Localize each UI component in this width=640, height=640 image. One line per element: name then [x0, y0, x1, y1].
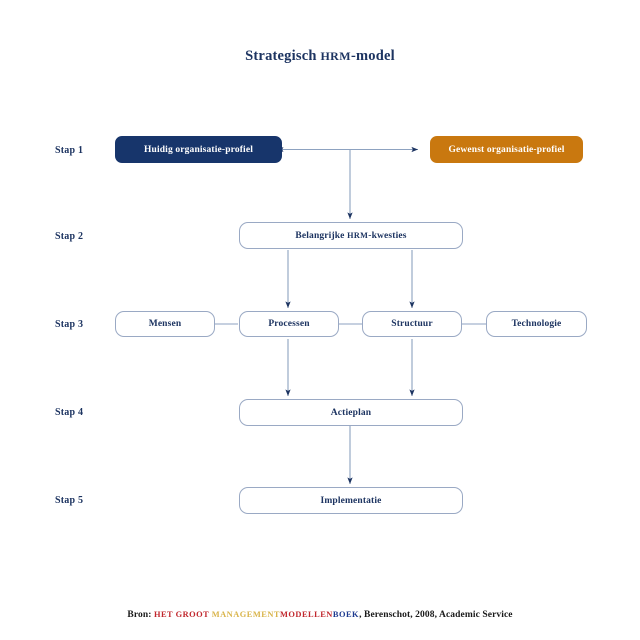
logo-modellen: MODELLEN — [279, 610, 333, 619]
node-technologie-label: Technologie — [511, 319, 562, 329]
logo-management: MANAGEMENT — [211, 610, 280, 619]
step-label-4: Stap 4 — [55, 407, 84, 418]
node-hrm-kwesties-acronym: HRM — [347, 230, 369, 240]
node-implementatie[interactable]: Implementatie — [239, 487, 463, 514]
node-structuur-label: Structuur — [391, 319, 433, 329]
node-mensen[interactable]: Mensen — [115, 311, 215, 337]
node-hrm-kwesties-suffix: -kwesties — [368, 230, 407, 241]
source-tail: , Berenschot, 2008, Academic Service — [359, 610, 513, 620]
step-label-5: Stap 5 — [55, 495, 84, 506]
node-belangrijke-hrm-kwesties-label: Belangrijke HRM-kwesties — [295, 231, 406, 241]
step-label-2: Stap 2 — [55, 231, 84, 242]
page-title-suffix: -model — [350, 48, 395, 64]
step-label-1: Stap 1 — [55, 145, 84, 156]
edge-huidig-gewenst — [277, 146, 418, 153]
logo-het-groot: HET GROOT — [153, 610, 212, 619]
source-caption: Bron: HET GROOT MANAGEMENTMODELLENBOEK, … — [0, 610, 640, 620]
node-processen-label: Processen — [268, 319, 310, 329]
node-gewenst-organisatie-profiel-label: Gewenst organisatie-profiel — [448, 144, 565, 155]
node-hrm-kwesties-prefix: Belangrijke — [295, 230, 348, 241]
logo-boek: BOEK — [332, 610, 360, 619]
node-processen[interactable]: Processen — [239, 311, 339, 337]
source-prefix: Bron: — [127, 610, 154, 620]
node-structuur[interactable]: Structuur — [362, 311, 462, 337]
page-title-acronym: HRM — [320, 49, 351, 63]
node-technologie[interactable]: Technologie — [486, 311, 587, 337]
node-mensen-label: Mensen — [148, 319, 182, 329]
node-actieplan[interactable]: Actieplan — [239, 399, 463, 426]
node-huidig-organisatie-profiel-label: Huidig organisatie-profiel — [143, 144, 254, 155]
node-actieplan-label: Actieplan — [330, 407, 372, 418]
page-title-prefix: Strategisch — [245, 48, 321, 64]
node-huidig-organisatie-profiel[interactable]: Huidig organisatie-profiel — [115, 136, 282, 163]
node-implementatie-label: Implementatie — [320, 495, 382, 506]
node-gewenst-organisatie-profiel[interactable]: Gewenst organisatie-profiel — [430, 136, 583, 163]
step-label-3: Stap 3 — [55, 319, 84, 330]
node-belangrijke-hrm-kwesties[interactable]: Belangrijke HRM-kwesties — [239, 222, 463, 249]
page-title: Strategisch HRM-model — [0, 48, 640, 65]
